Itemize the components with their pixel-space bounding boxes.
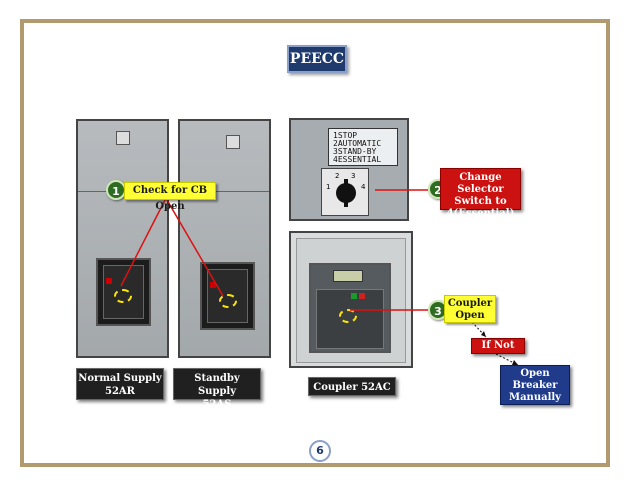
step-2-line: Switch to xyxy=(454,196,507,207)
step-1-badge: 1 xyxy=(106,180,126,200)
caption-line: Standby Supply xyxy=(194,373,240,397)
red-indicator xyxy=(359,293,365,299)
breaker-display xyxy=(333,270,363,282)
coupler-photo xyxy=(289,231,413,368)
selector-plate-line: 2AUTOMATIC xyxy=(333,139,382,148)
step-3-callout: Coupler Open xyxy=(444,295,496,323)
step-3-line: Open xyxy=(455,310,485,321)
standby-breaker xyxy=(200,262,255,330)
selector-knob-pointer xyxy=(344,179,348,207)
selector-plate-line: 1STOP xyxy=(333,131,358,140)
caption-line: 52AR xyxy=(105,386,135,397)
open-breaker-line: Manually xyxy=(509,392,561,403)
step-2-callout: Change Selector Switch to 4(Essential) xyxy=(440,168,521,219)
coupler-breaker xyxy=(309,263,391,353)
red-indicator xyxy=(106,278,112,284)
selector-switch-photo: 1STOP 2AUTOMATIC 3STAND-BY 4ESSENTIAL 1 … xyxy=(289,118,409,221)
if-not-callout: If Not xyxy=(471,338,525,354)
normal-supply-photo xyxy=(76,119,169,358)
knob-position-1: 1 xyxy=(326,183,331,191)
knob-position-4: 4 xyxy=(361,183,366,191)
step-2-line: Change Selector xyxy=(457,172,504,195)
normal-breaker xyxy=(96,258,151,326)
pointer-line-1a xyxy=(120,199,166,287)
flow-arrowhead-1 xyxy=(481,331,486,337)
slide-title: PEECC xyxy=(287,45,347,73)
breaker-status-ring xyxy=(339,309,357,323)
open-breaker-callout: Open Breaker Manually xyxy=(500,365,570,405)
knob-position-2: 2 xyxy=(335,172,340,180)
green-indicator xyxy=(351,293,357,299)
caption-line: 52AS xyxy=(202,399,232,410)
open-breaker-line: Breaker xyxy=(512,380,558,391)
meter-icon xyxy=(226,135,240,149)
standby-supply-photo xyxy=(178,119,271,358)
coupler-caption: Coupler 52AC xyxy=(308,377,396,396)
step-2-line: 4(Essential) xyxy=(446,208,515,219)
breaker-status-ring xyxy=(114,289,132,303)
pointer-line-1b xyxy=(166,199,224,297)
standby-supply-caption: Standby Supply 52AS xyxy=(173,368,261,410)
meter-icon xyxy=(116,131,130,145)
knob-position-3: 3 xyxy=(351,172,356,180)
red-indicator xyxy=(210,282,216,288)
caption-line: Normal Supply xyxy=(78,373,162,384)
step-3-line: Coupler xyxy=(447,298,493,309)
selector-plate-line: 3STAND-BY xyxy=(333,147,377,156)
breaker-status-ring xyxy=(219,294,237,308)
open-breaker-line: Open xyxy=(520,368,550,379)
normal-supply-caption: Normal Supply 52AR xyxy=(76,368,164,400)
selector-knob-plate: 1 2 3 4 xyxy=(321,168,369,216)
selector-plate-line: 4ESSENTIAL xyxy=(333,155,382,164)
selector-plate: 1STOP 2AUTOMATIC 3STAND-BY 4ESSENTIAL xyxy=(328,128,398,166)
panel-divider xyxy=(180,191,269,192)
page-number: 6 xyxy=(309,440,331,462)
flow-arrowhead-2 xyxy=(512,360,518,365)
step-1-callout: Check for CB Open xyxy=(124,182,216,212)
